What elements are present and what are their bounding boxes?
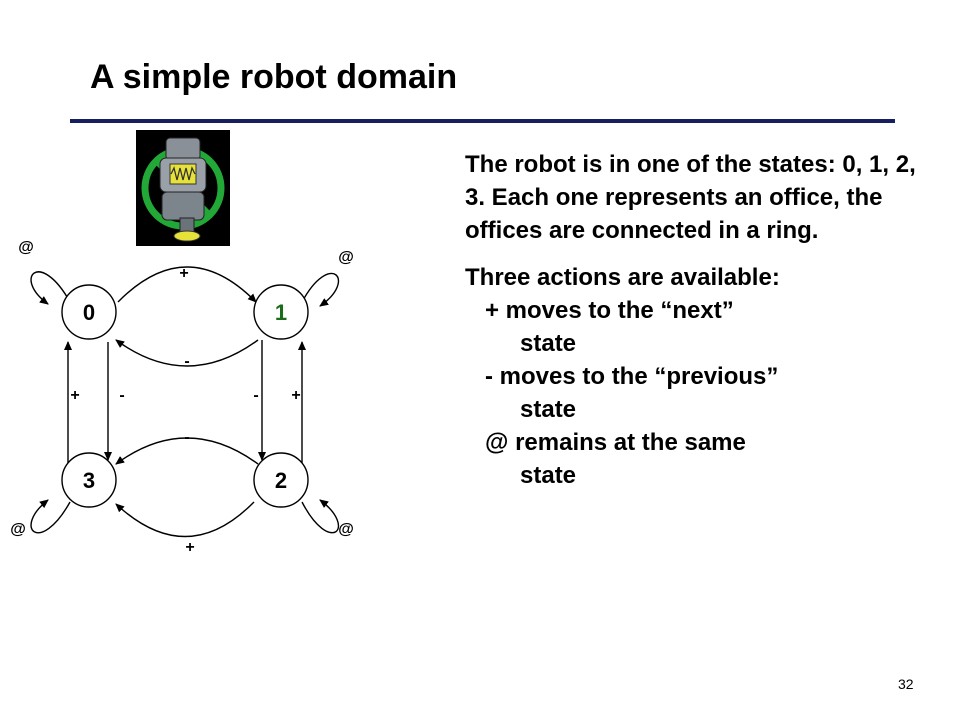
- intro-paragraph: The robot is in one of the states: 0, 1,…: [465, 151, 916, 244]
- state-3-label: 3: [83, 468, 95, 493]
- self-loop-2: [301, 499, 340, 534]
- title-divider: [70, 119, 895, 123]
- action-plus-line2: state: [520, 330, 577, 357]
- label-top-plus: +: [179, 265, 188, 282]
- label-bottom-minus: -: [184, 429, 189, 446]
- edge-0-to-1-plus: [117, 266, 257, 303]
- state-2-node: [253, 452, 309, 508]
- self-loop-1: [301, 272, 340, 307]
- edge-2-to-3-minus: [115, 437, 259, 465]
- state-2-label: 2: [275, 468, 287, 493]
- robot-icon: [136, 130, 230, 246]
- label-top-minus: -: [184, 353, 189, 370]
- description-text: The robot is in one of the states: 0, 1,…: [465, 148, 935, 492]
- edge-1-to-0-minus: [115, 339, 259, 367]
- label-self-0: @: [18, 239, 34, 256]
- action-minus-line2: state: [520, 396, 577, 423]
- label-left-minus: -: [119, 387, 124, 404]
- self-loop-3: [30, 499, 71, 534]
- state-1-label: 1: [275, 300, 287, 325]
- page-number: 32: [898, 676, 914, 692]
- action-minus-line1: - moves to the “previous”: [485, 363, 779, 390]
- slide-title: A simple robot domain: [90, 58, 458, 96]
- label-self-1: @: [338, 249, 354, 266]
- label-bottom-plus: +: [185, 539, 194, 556]
- state-diagram: 0 1 2 3 + - - + + - - + @ @ @ @: [10, 239, 354, 556]
- label-left-plus: +: [70, 387, 79, 404]
- action-plus-line1: + moves to the “next”: [485, 297, 734, 324]
- self-loop-0: [30, 271, 71, 305]
- state-3-node: [61, 452, 117, 508]
- action-at-line1: @ remains at the same: [485, 429, 746, 456]
- label-self-3: @: [10, 521, 26, 538]
- state-0-label: 0: [83, 300, 95, 325]
- label-self-2: @: [338, 521, 354, 538]
- label-right-minus: -: [253, 387, 258, 404]
- state-0-node: [61, 284, 117, 340]
- actions-intro: Three actions are available:: [465, 264, 780, 291]
- label-right-plus: +: [291, 387, 300, 404]
- state-1-node: [253, 284, 309, 340]
- edge-2-to-3-plus: [115, 501, 255, 538]
- action-at-line2: state: [520, 462, 577, 489]
